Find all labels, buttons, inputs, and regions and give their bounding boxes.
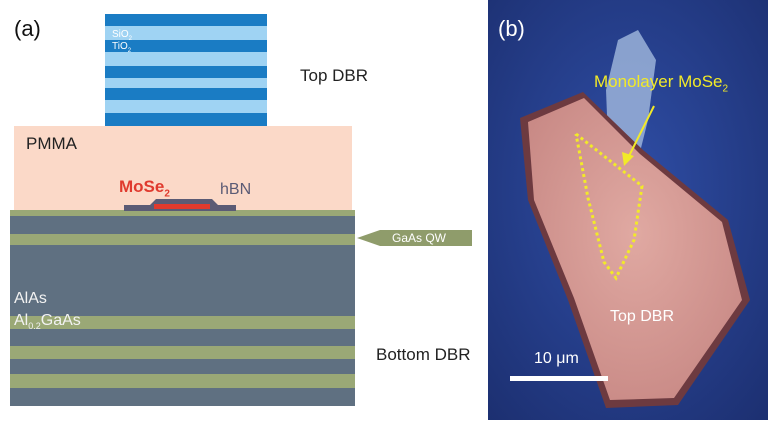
bottom-dbr-algaas-layer — [10, 374, 355, 388]
mose2-label: MoSe2 — [119, 177, 170, 199]
bottom-dbr-algaas-layer — [10, 234, 355, 245]
gaas-qw-label: GaAs QW — [392, 231, 446, 245]
panel-b-micrograph: (b) Monolayer MoSe2 Top DBR 10 μm — [488, 0, 768, 420]
top-dbr-label: Top DBR — [300, 66, 368, 86]
bottom-dbr-algaas-layer — [10, 346, 355, 359]
monolayer-annotation: Monolayer MoSe2 — [594, 72, 728, 94]
scale-bar-label: 10 μm — [534, 350, 579, 368]
algaas-label: Al0.2GaAs — [14, 312, 81, 331]
panel-a-label: (a) — [14, 16, 41, 42]
panel-a-diagram: (a) SiO2 TiO2 Top DBR PMMA MoSe2 hBN GaA… — [0, 0, 490, 420]
panel-b-label: (b) — [498, 16, 525, 42]
micrograph-svg — [488, 0, 768, 420]
top-dbr-photo-label: Top DBR — [610, 308, 674, 326]
tio2-label: TiO2 — [112, 41, 131, 54]
top-dbr-dark-layer — [105, 88, 267, 100]
bottom-dbr-label: Bottom DBR — [376, 345, 470, 365]
top-dbr-dark-layer — [105, 113, 267, 126]
top-dbr-dark-layer — [105, 14, 267, 26]
bottom-dbr-stack — [10, 210, 355, 406]
mose2-layer — [154, 204, 210, 209]
hbn-label: hBN — [220, 181, 251, 199]
pmma-label: PMMA — [26, 134, 77, 154]
alas-label: AlAs — [14, 290, 47, 308]
top-dbr-dark-layer — [105, 66, 267, 78]
scale-bar — [510, 376, 608, 381]
